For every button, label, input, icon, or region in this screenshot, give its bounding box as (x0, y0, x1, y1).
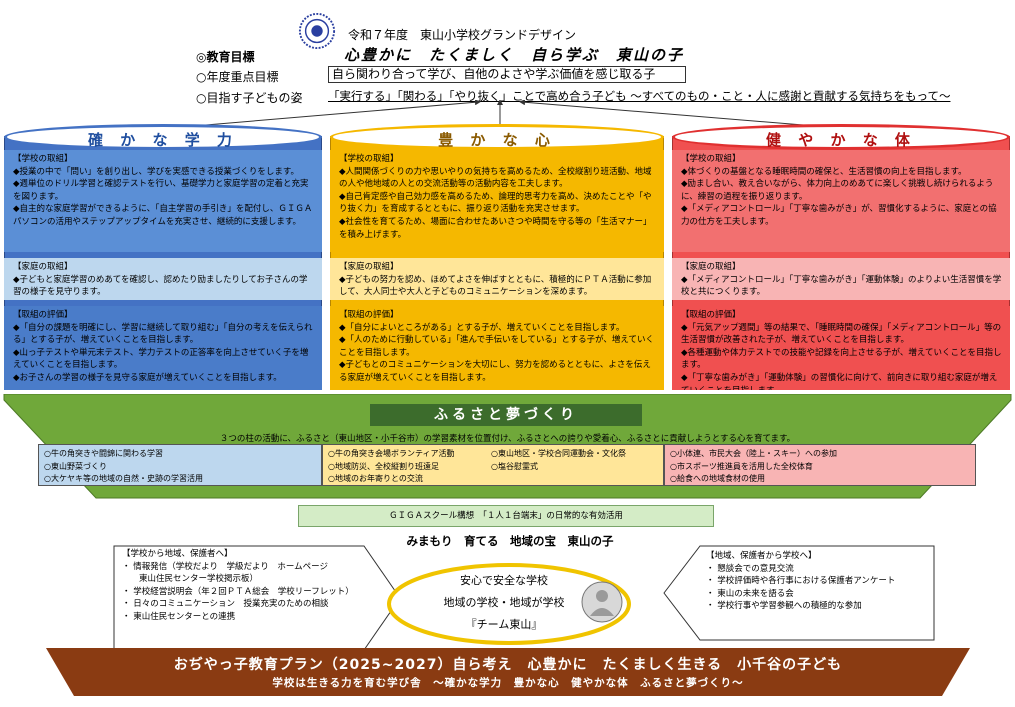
section-title: 【取組の評価】 (339, 310, 399, 320)
body-eval-section: 【取組の評価】 ◆「元気アップ週間」等の結果で、「睡眠時間の確保」「メディアコン… (672, 306, 1010, 390)
academic-home-section: 【家庭の取組】 ◆子どもと家庭学習のめあてを確認し、認めたり励ましたりしてお子さ… (4, 258, 322, 300)
furusato-title: ふるさと夢づくり (370, 404, 642, 426)
list-item: ・ 情報発信（学校だより 学級だより ホームページ (122, 561, 328, 572)
list-item: ◆授業の中で「問い」を創り出し、学びを実感できる授業づくりをします。 (13, 166, 300, 177)
list-item: ◆「メディアコントロール」「丁寧な歯みがき」「運動体験」のよりよい生活習慣を学校… (681, 274, 1002, 298)
list-item: ◆子どもと家庭学習のめあてを確認し、認めたり励ましたりしてお子さんの学習の様子を… (13, 274, 308, 298)
list-item: ◆山っ子テストや単元末テスト、学力テストの正答率を向上させていく子を増えていくこ… (13, 347, 309, 371)
academic-school-section: 【学校の取組】 ◆授業の中で「問い」を創り出し、学びを実感できる授業づくりをしま… (4, 150, 322, 252)
list-item: ◆各種運動や体力テストでの技能や記録を向上させる子が、増えていくことを目指します… (681, 347, 1002, 371)
list-item: ○小体連、市民大会（陸上・スキー）への参加 (670, 449, 837, 458)
section-title: 【学校の取組】 (13, 154, 73, 164)
section-title: 【家庭の取組】 (13, 262, 73, 272)
section-title: 【学校の取組】 (681, 154, 741, 164)
list-item: ・ 学校行事や学習参観への積極的な参加 (706, 601, 862, 612)
school-to-community-arrow (113, 545, 401, 651)
pillar-heart-title: 豊 か な 心 (330, 124, 664, 150)
list-item: ◆人間関係づくりの力や思いやりの気持ちを高めるため、全校縦割り班活動、地域の人や… (339, 166, 652, 190)
furusato-body-box: ○小体連、市民大会（陸上・スキー）への参加 ○市スポーツ推進員を活用した全校体育… (664, 444, 976, 486)
list-item: ○牛の角突きや闘錦に関わる学習 (44, 449, 163, 458)
year-focus-label: ○年度重点目標 (196, 70, 279, 84)
pillar-heart: 豊 か な 心 【学校の取組】 ◆人間関係づくりの力や思いやりの気持ちを高めるた… (330, 124, 664, 396)
section-title: 【学校の取組】 (339, 154, 399, 164)
furusato-description: ３つの柱の活動に、ふるさと（東山地区・小千谷市）の学習素材を位置付け、ふるさとへ… (219, 434, 796, 444)
list-item: ◆「人のために行動している」「進んで手伝いをしている」とする子が、増えていくこと… (339, 335, 655, 358)
child-vision-label: ○目指す子どもの姿 (196, 91, 303, 105)
section-title: 【学校から地域、保護者へ】 (122, 549, 233, 559)
pillar-academic: 確 か な 学 力 【学校の取組】 ◆授業の中で「問い」を創り出し、学びを実感で… (4, 124, 322, 396)
list-item: ○東山野菜づくり (44, 461, 107, 471)
section-title: 【家庭の取組】 (681, 262, 741, 272)
furusato-academic-box: ○牛の角突きや闘錦に関わる学習 ○東山野菜づくり ○大ケヤキ等の地域の自然・史跡… (38, 444, 322, 486)
team-higashiyama-oval (387, 563, 631, 645)
goal-label: ◎教育目標 (196, 50, 255, 64)
section-title: 【取組の評価】 (13, 310, 73, 320)
pillar-body: 健 や か な 体 【学校の取組】 ◆体づくりの基盤となる睡眠時間の確保と、生活… (672, 124, 1010, 396)
list-item: ・ 学校経営説明会（年２回ＰＴＡ総会 学校リーフレット） (122, 586, 354, 597)
body-school-section: 【学校の取組】 ◆体づくりの基盤となる睡眠時間の確保と、生活習慣の向上を目指しま… (672, 150, 1010, 252)
list-item: ・ 東山の未来を語る会 (706, 588, 794, 599)
pillar-body-title: 健 や か な 体 (672, 124, 1010, 150)
list-item: ◆「自分の課題を明確にし、学習に継続して取り組む」「自分の考えを伝えられる」とす… (13, 322, 313, 346)
list-item: ◆自主的な家庭学習ができるように、「自主学習の手引き」を配付し、ＧＩＧＡパソコン… (13, 204, 313, 227)
section-title: 【地域、保護者から学校へ】 (706, 551, 817, 561)
community-slogan: みまもり 育てる 地域の宝 東山の子 (406, 534, 614, 548)
heart-home-section: 【家庭の取組】 ◆子どもの努力を認め、ほめてよさを伸ばすとともに、積極的にＰＴＡ… (330, 258, 664, 300)
heart-eval-section: 【取組の評価】 ◆「自分によいところがある」とする子が、増えていくことを目指しま… (330, 306, 664, 390)
body-home-section: 【家庭の取組】 ◆「メディアコントロール」「丁寧な歯みがき」「運動体験」のよりよ… (672, 258, 1010, 300)
section-title: 【取組の評価】 (681, 310, 741, 320)
list-item: ◆「元気アップ週間」等の結果で、「睡眠時間の確保」「メディアコントロール」等の生… (681, 322, 1002, 346)
school-emblem-logo (298, 12, 336, 50)
education-goal: 心豊かに たくましく 自ら学ぶ 東山の子 (344, 46, 685, 64)
list-item: ○塩谷慰霊式 (491, 461, 538, 471)
list-item: ◆お子さんの学習の様子を見守る家庭が増えていくことを目指します。 (13, 372, 282, 383)
oval-text: 安心で安全な学校 地域の学校・地域が学校 『チーム東山』 (404, 570, 604, 636)
list-item: ◆子どもの努力を認め、ほめてよさを伸ばすとともに、積極的にＰＴＡ活動に参加して、… (339, 274, 652, 298)
giga-school-banner: ＧＩＧＡスクール構想 「１人１台端末」の日常的な有効活用 (298, 505, 714, 527)
community-to-school-arrow (663, 545, 935, 641)
academic-eval-section: 【取組の評価】 ◆「自分の課題を明確にし、学習に継続して取り組む」「自分の考えを… (4, 306, 322, 390)
heart-school-section: 【学校の取組】 ◆人間関係づくりの力や思いやりの気持ちを高めるため、全校縦割り班… (330, 150, 664, 252)
list-item: ◆体づくりの基盤となる睡眠時間の確保と、生活習慣の向上を目指します。 (681, 166, 967, 177)
list-item: ○牛の角突き会場ボランティア活動 (328, 449, 455, 458)
list-item: ○地域のお年寄りとの交流 (328, 474, 423, 484)
list-item: ・ 東山住民センターとの連携 (122, 611, 236, 622)
page-title: 令和７年度 東山小学校グランドデザイン (348, 28, 577, 42)
list-item: ・ 懇談会での意見交流 (706, 563, 794, 574)
list-item: 東山住民センター学校掲示板） (122, 574, 259, 585)
list-item: ○市スポーツ推進員を活用した全校体育 (670, 461, 813, 471)
year-focus-box: 自ら関わり合って学び、自他のよさや学ぶ価値を感じ取る子 (328, 66, 686, 83)
list-item: ・ 日々のコミュニケーション 授業充実のための相談 (122, 599, 329, 610)
list-item: ◆週単位のドリル学習と確認テストを行い、基礎学力と家庭学習の定着と充実を図ります… (13, 179, 309, 202)
list-item: ◆「メディアコントロール」「丁寧な歯みがき」が、習慣化するように、家庭との協力の… (681, 204, 997, 227)
community-to-school-list: 【地域、保護者から学校へ】 ・ 懇談会での意見交流 ・ 学校評価時や各行事におけ… (700, 550, 932, 638)
ojiya-plan-title: おぢやっ子教育プラン（2025~2027）自ら考え 心豊かに たくましく生きる … (173, 657, 843, 673)
furusato-heart-box: ○牛の角突き会場ボランティア活動 ○地域防災、全校縦割り班遠足 ○地域のお年寄り… (322, 444, 664, 486)
list-item: ○給食への地域食材の使用 (670, 474, 765, 484)
oval-line-2: 地域の学校・地域が学校 (443, 596, 565, 609)
section-title: 【家庭の取組】 (339, 262, 399, 272)
list-item: ◆社会性を育てるため、場面に合わせたあいさつや時間を守る等の「生活マナー」を積み… (339, 216, 652, 240)
list-item: ○大ケヤキ等の地域の自然・史跡の学習活用 (44, 474, 203, 484)
oval-line-1: 安心で安全な学校 (460, 574, 548, 587)
ojiya-plan-banner-shape (46, 648, 970, 696)
list-item: ○地域防災、全校縦割り班遠足 (328, 461, 439, 471)
pillar-academic-title: 確 か な 学 力 (4, 124, 322, 150)
child-vision: 「実行する」「関わる」「やり抜く」ことで高め合う子ども ～すべてのもの・こと・人… (328, 89, 951, 103)
list-item: ◆子どもとのコミュニケーションを大切にし、努力を認めるとともに、よさを伝える家庭… (339, 360, 651, 383)
list-item: ◆「丁寧な歯みがき」「運動体験」の習慣化に向けて、前向きに取り組む家庭が増えてい… (681, 372, 998, 390)
list-item: ◆自己肯定感や自己効力感を高めるため、論理的思考力を高め、決めたことや「やり抜く… (339, 191, 652, 215)
list-item: ◆励まし合い、教え合いながら、体力向上のめあてに楽しく挑戦し続けられるように、練… (681, 179, 994, 202)
list-item: ○東山地区・学校合同運動会・文化祭 (491, 449, 626, 458)
list-item: ◆「自分によいところがある」とする子が、増えていくことを目指します。 (339, 322, 625, 333)
ojiya-plan-subtitle: 学校は生きる力を育む学び舎 ～確かな学力 豊かな心 健やかな体 ふるさと夢づくり… (272, 677, 744, 689)
oval-line-3: 『チーム東山』 (465, 618, 543, 631)
school-to-community-list: 【学校から地域、保護者へ】 ・ 情報発信（学校だより 学級だより ホームページ … (116, 548, 386, 648)
list-item: ・ 学校評価時や各行事における保護者アンケート (706, 576, 896, 587)
